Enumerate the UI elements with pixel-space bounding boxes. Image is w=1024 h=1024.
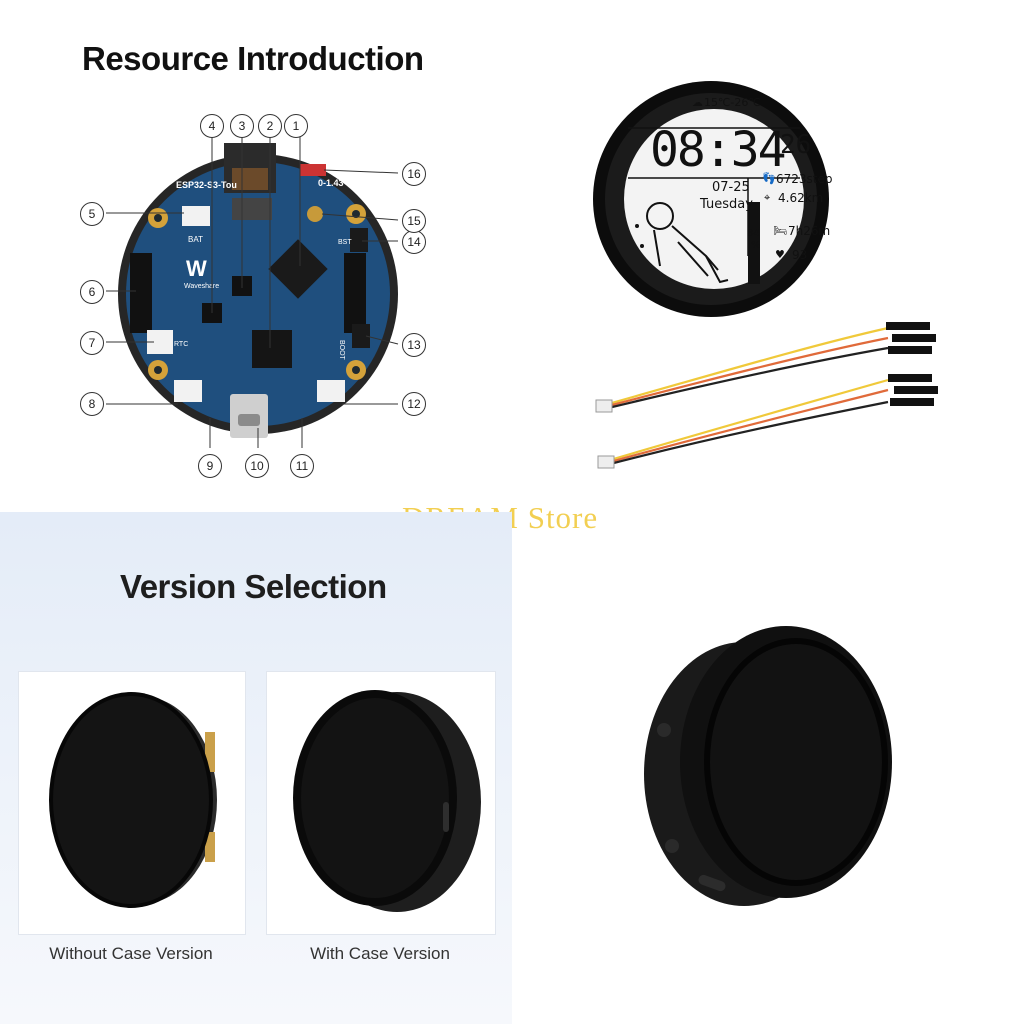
callout-10: 10 <box>245 454 269 478</box>
label-with-case: With Case Version <box>310 944 450 963</box>
callout-13: 13 <box>402 333 426 357</box>
flash-chip <box>252 330 292 368</box>
watch-heart: 93 <box>792 248 808 262</box>
watch-with-case-image <box>293 690 481 912</box>
resource-title: Resource Introduction <box>82 40 424 77</box>
uart-connector <box>317 380 345 402</box>
svg-text:W: W <box>186 256 207 281</box>
board-diagram: ESP32-S3-Tou 0-1.43 BAT W Waveshare RTC … <box>106 137 399 448</box>
watch-without-case-image <box>49 692 217 908</box>
bat-connector <box>182 206 210 226</box>
callout-15: 15 <box>402 209 426 233</box>
version-title: Version Selection <box>120 568 387 605</box>
battery-value: 84 <box>747 228 760 239</box>
svg-text:BOOT: BOOT <box>338 340 345 361</box>
card-without-case[interactable] <box>18 671 246 935</box>
callout-4: 4 <box>200 114 224 138</box>
callout-6: 6 <box>80 280 104 304</box>
svg-text:BST: BST <box>338 239 352 246</box>
pcb <box>126 162 390 426</box>
svg-text:BAT: BAT <box>188 235 203 244</box>
label-without-case: Without Case Version <box>49 944 213 963</box>
svg-text:RTC: RTC <box>174 341 188 348</box>
watch-steps: 6723step <box>776 172 833 186</box>
watch-display <box>593 81 829 317</box>
callout-7: 7 <box>80 331 104 355</box>
steps-icon: 👣 <box>762 172 776 185</box>
callout-5: 5 <box>80 202 104 226</box>
card-with-case[interactable] <box>266 671 496 935</box>
watch-date: 07-25 <box>712 180 750 195</box>
battery-unit: % <box>751 240 761 251</box>
watch-sleep: 7h26m <box>788 224 831 238</box>
watch-distance: 4.62km <box>778 191 824 205</box>
callout-16: 16 <box>402 162 426 186</box>
product-side-image <box>644 626 892 906</box>
svg-text:Waveshare: Waveshare <box>184 283 219 290</box>
antenna <box>307 206 323 222</box>
watch-time: 08:34 <box>650 122 786 178</box>
svg-text:ESP32-S3-Tou: ESP32-S3-Tou <box>176 180 237 190</box>
bst-button <box>350 228 368 252</box>
sleep-icon: 🛏 <box>773 224 787 237</box>
heart-icon: ♥ <box>775 248 785 261</box>
boot-button <box>352 324 370 348</box>
callout-2: 2 <box>258 114 282 138</box>
cable-image <box>595 322 938 469</box>
callout-8: 8 <box>80 392 104 416</box>
callout-12: 12 <box>402 392 426 416</box>
i2c-connector <box>174 380 202 402</box>
callout-11: 11 <box>290 454 314 478</box>
callout-1: 1 <box>284 114 308 138</box>
callout-3: 3 <box>230 114 254 138</box>
callout-14: 14 <box>402 230 426 254</box>
watch-seconds: 26 <box>780 130 812 160</box>
location-icon: ⌖ <box>764 191 771 204</box>
weather-range: 15℃-26℃ <box>704 96 761 109</box>
watch-weekday: Tuesday <box>700 197 753 212</box>
weather-icon: ☁ <box>692 96 703 109</box>
esp32-chip <box>268 239 328 299</box>
callout-9: 9 <box>198 454 222 478</box>
svg-text:0-1.43: 0-1.43 <box>318 178 344 188</box>
